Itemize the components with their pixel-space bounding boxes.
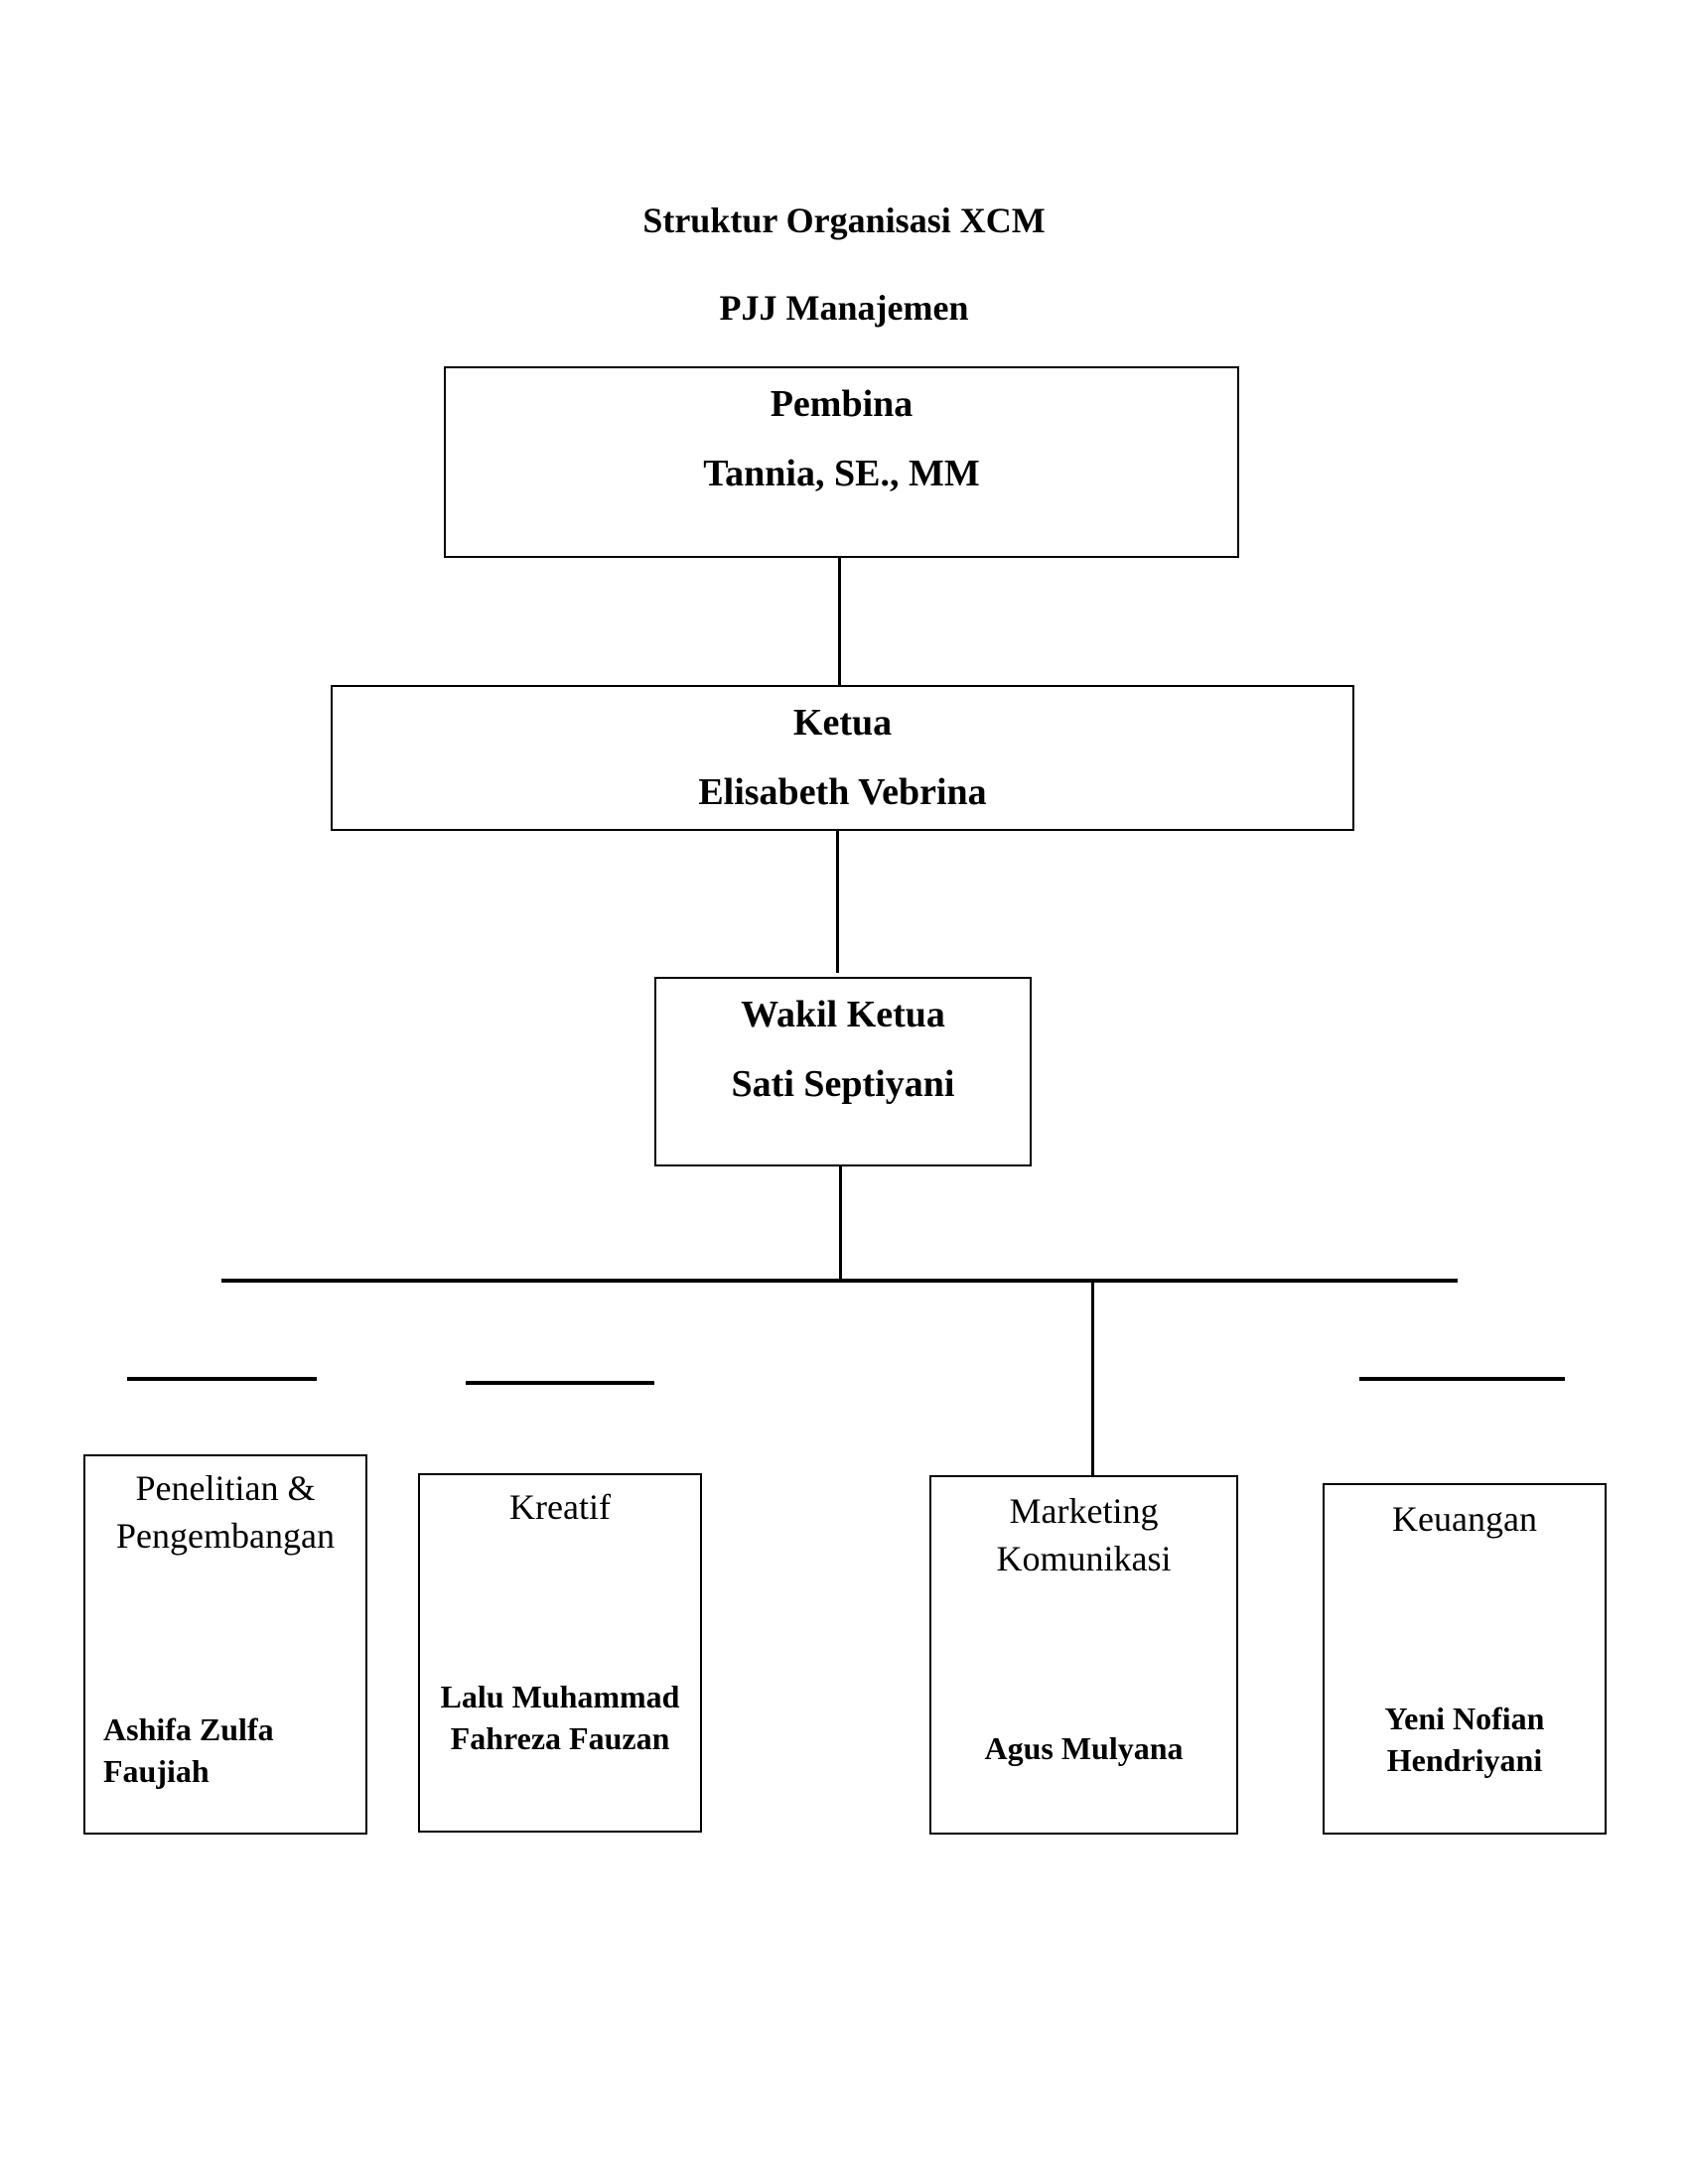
dept-label: Penelitian & Pengembangan [116, 1468, 335, 1556]
dept-member-name: Ashifa Zulfa Faujiah [103, 1711, 274, 1789]
wakil-ketua-box: Wakil Ketua Sati Septiyani [654, 977, 1032, 1166]
dash-line-penelitian [127, 1377, 317, 1381]
dept-box-kreatif: Kreatif Lalu Muhammad Fahreza Fauzan [418, 1473, 702, 1833]
pembina-box: Pembina Tannia, SE., MM [444, 366, 1239, 558]
wakil-ketua-name: Sati Septiyani [731, 1063, 955, 1105]
dept-label: Kreatif [509, 1487, 611, 1527]
dept-member-name: Yeni Nofian Hendriyani [1384, 1701, 1545, 1778]
connector-ketua-wakil [836, 829, 839, 973]
pembina-role: Pembina [770, 383, 914, 425]
page-subtitle: PJJ Manajemen [719, 288, 969, 328]
connector-wakil-branch [839, 1164, 842, 1281]
dept-label: Marketing Komunikasi [996, 1491, 1172, 1578]
pembina-name: Tannia, SE., MM [703, 453, 980, 494]
connector-branch-marketing [1091, 1281, 1094, 1475]
dept-box-marketing: Marketing Komunikasi Agus Mulyana [929, 1475, 1238, 1835]
dept-member-name: Agus Mulyana [984, 1730, 1184, 1766]
dept-box-keuangan: Keuangan Yeni Nofian Hendriyani [1323, 1483, 1607, 1835]
wakil-ketua-role: Wakil Ketua [741, 994, 945, 1035]
dash-line-keuangan [1359, 1377, 1565, 1381]
dept-member-name: Lalu Muhammad Fahreza Fauzan [440, 1679, 680, 1756]
ketua-role: Ketua [792, 702, 893, 744]
ketua-box: Ketua Elisabeth Vebrina [331, 685, 1354, 831]
dept-box-penelitian: Penelitian & Pengembangan Ashifa Zulfa F… [83, 1454, 367, 1835]
connector-pembina-ketua [838, 556, 841, 687]
ketua-name: Elisabeth Vebrina [698, 771, 987, 813]
dash-line-kreatif [466, 1381, 654, 1385]
branch-line [221, 1279, 1458, 1283]
dept-label: Keuangan [1392, 1499, 1537, 1539]
page-title: Struktur Organisasi XCM [642, 201, 1046, 240]
